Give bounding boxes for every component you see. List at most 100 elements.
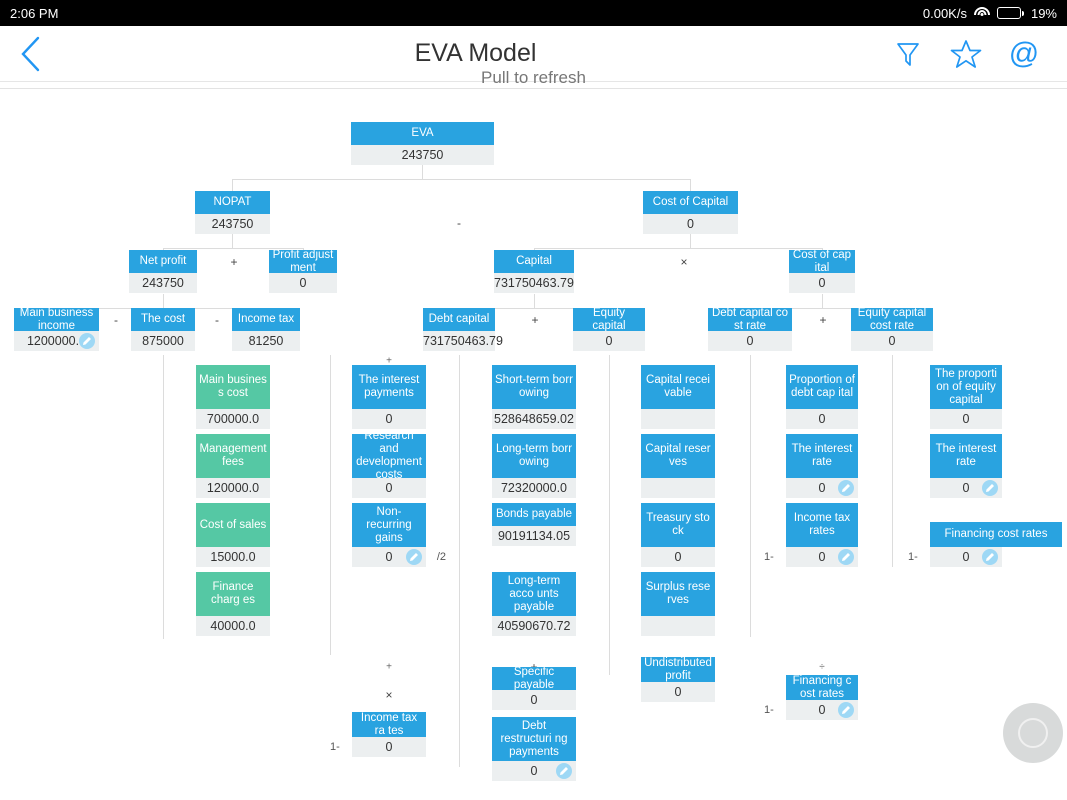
edit-pencil-icon[interactable] bbox=[838, 702, 854, 718]
node-value[interactable]: 0 bbox=[492, 761, 576, 781]
node-value[interactable]: 243750 bbox=[351, 145, 494, 165]
value-suffix: /2 bbox=[436, 551, 446, 563]
edit-pencil-icon[interactable] bbox=[556, 763, 572, 779]
node-value[interactable]: 0 bbox=[641, 547, 715, 567]
list-item[interactable]: The interest payments 0 bbox=[352, 365, 426, 429]
node-value[interactable]: 0 bbox=[492, 690, 576, 710]
edit-pencil-icon[interactable] bbox=[838, 480, 854, 496]
node-value[interactable]: 243750 bbox=[129, 273, 197, 293]
list-item[interactable]: Long-term borr owing 72320000.0 bbox=[492, 434, 576, 498]
list-item[interactable]: Bonds payable 90191134.05 bbox=[492, 503, 576, 546]
list-item[interactable]: The interest rate 0 bbox=[786, 434, 858, 498]
node-value[interactable]: 731750463.79 bbox=[494, 273, 574, 293]
floating-action-button[interactable] bbox=[1003, 703, 1063, 763]
node-equity-capital[interactable]: Equity capital 0 bbox=[573, 307, 645, 351]
node-value[interactable]: 0 bbox=[643, 214, 738, 234]
filter-button[interactable] bbox=[891, 37, 925, 71]
node-value[interactable]: 0 bbox=[789, 273, 855, 293]
list-item[interactable]: Treasury sto ck 0 bbox=[641, 503, 715, 567]
back-button[interactable] bbox=[0, 26, 60, 82]
list-item[interactable]: Proportion of debt cap ital 0 bbox=[786, 365, 858, 429]
node-income-tax[interactable]: Income tax 81250 bbox=[232, 308, 300, 351]
node-value[interactable]: 0 bbox=[352, 409, 426, 429]
list-item[interactable]: Finance charg es 40000.0 bbox=[196, 572, 270, 636]
list-item[interactable]: Specific payable 0 bbox=[492, 666, 576, 710]
edit-pencil-icon[interactable] bbox=[838, 549, 854, 565]
node-capital[interactable]: Capital 731750463.79 bbox=[494, 250, 574, 293]
node-value[interactable]: 0 bbox=[352, 478, 426, 498]
node-value[interactable]: 0 bbox=[641, 682, 715, 702]
edit-pencil-icon[interactable] bbox=[982, 549, 998, 565]
node-nopat[interactable]: NOPAT 243750 bbox=[195, 191, 270, 234]
node-value[interactable]: 81250 bbox=[232, 331, 300, 351]
node-value[interactable]: 40000.0 bbox=[196, 616, 270, 636]
node-value[interactable]: 40590670.72 bbox=[492, 616, 576, 636]
node-value[interactable]: 72320000.0 bbox=[492, 478, 576, 498]
connector bbox=[232, 179, 690, 180]
list-item[interactable]: The interest rate 0 bbox=[930, 434, 1002, 498]
node-debt-capital-cost-rate[interactable]: Debt capital co st rate 0 bbox=[708, 307, 792, 351]
node-value[interactable]: 120000.0 bbox=[196, 478, 270, 498]
edit-pencil-icon[interactable] bbox=[406, 549, 422, 565]
node-value[interactable] bbox=[641, 616, 715, 636]
node-main-business-income[interactable]: Main business income 1200000.0 bbox=[14, 307, 99, 351]
node-debt-capital[interactable]: Debt capital 731750463.79 bbox=[423, 308, 503, 351]
divider bbox=[0, 88, 1067, 89]
list-item[interactable]: Surplus rese rves bbox=[641, 572, 715, 636]
node-value[interactable]: 0 bbox=[930, 409, 1002, 429]
node-value[interactable]: 731750463.79 bbox=[423, 331, 503, 351]
edit-pencil-icon[interactable] bbox=[79, 333, 95, 349]
list-item[interactable]: The proporti on of equity capital 0 bbox=[930, 365, 1002, 429]
node-value[interactable]: 700000.0 bbox=[196, 409, 270, 429]
node-profit-adjustment[interactable]: Profit adjust ment 0 bbox=[269, 249, 337, 293]
node-value[interactable]: 243750 bbox=[195, 214, 270, 234]
node-value[interactable]: 0 bbox=[786, 409, 858, 429]
list-item[interactable]: Capital reser ves bbox=[641, 434, 715, 498]
favorite-button[interactable] bbox=[949, 37, 983, 71]
list-item[interactable]: Research and development costs 0 bbox=[352, 430, 426, 498]
list-item[interactable]: Main busines s cost 700000.0 bbox=[196, 365, 270, 429]
node-value[interactable] bbox=[641, 478, 715, 498]
list-item[interactable]: Capital recei vable bbox=[641, 365, 715, 429]
list-item[interactable]: Debt restructuri ng payments 0 bbox=[492, 717, 576, 781]
node-value[interactable]: 875000 bbox=[131, 331, 195, 351]
node-the-cost[interactable]: The cost 875000 bbox=[131, 308, 195, 351]
operator: + bbox=[386, 355, 392, 367]
list-item[interactable]: Long-term acco unts payable 40590670.72 bbox=[492, 572, 576, 636]
connector bbox=[459, 308, 609, 309]
node-equity-capital-cost-rate[interactable]: Equity capital cost rate 0 bbox=[851, 307, 933, 351]
node-value[interactable]: 90191134.05 bbox=[492, 526, 576, 546]
node-cost-of-capital-rate[interactable]: Cost of cap ital 0 bbox=[789, 249, 855, 293]
node-value[interactable]: 15000.0 bbox=[196, 547, 270, 567]
node-value[interactable]: 528648659.02 bbox=[492, 409, 576, 429]
node-value[interactable]: 0 bbox=[269, 273, 337, 293]
node-value[interactable]: 0 bbox=[573, 331, 645, 351]
node-value[interactable]: 0 bbox=[851, 331, 933, 351]
node-value[interactable]: 0 bbox=[930, 478, 1002, 498]
edit-pencil-icon[interactable] bbox=[982, 480, 998, 496]
node-label: EVA bbox=[351, 122, 494, 145]
node-value[interactable]: 0 /2 bbox=[352, 547, 446, 567]
list-item[interactable]: Undistributed profit 0 bbox=[641, 657, 715, 702]
node-net-profit[interactable]: Net profit 243750 bbox=[129, 250, 197, 293]
node-value[interactable]: 0 bbox=[786, 478, 858, 498]
node-eva[interactable]: EVA 243750 bbox=[351, 122, 494, 165]
list-item[interactable]: Short-term borr owing 528648659.02 bbox=[492, 365, 576, 429]
eva-tree-canvas[interactable]: EVA 243750 NOPAT 243750 - Cost of Capita… bbox=[0, 89, 1067, 800]
list-item[interactable]: Cost of sales 15000.0 bbox=[196, 503, 270, 567]
list-item[interactable]: Management fees 120000.0 bbox=[196, 434, 270, 498]
node-value[interactable]: 0 bbox=[708, 331, 792, 351]
mention-button[interactable]: @ bbox=[1007, 37, 1041, 71]
node-value[interactable]: 1200000.0 bbox=[14, 331, 99, 351]
node-value[interactable] bbox=[641, 409, 715, 429]
node-cost-of-capital[interactable]: Cost of Capital 0 bbox=[643, 191, 738, 234]
list-item[interactable]: Non-recurring gains 0 /2 bbox=[352, 503, 446, 567]
